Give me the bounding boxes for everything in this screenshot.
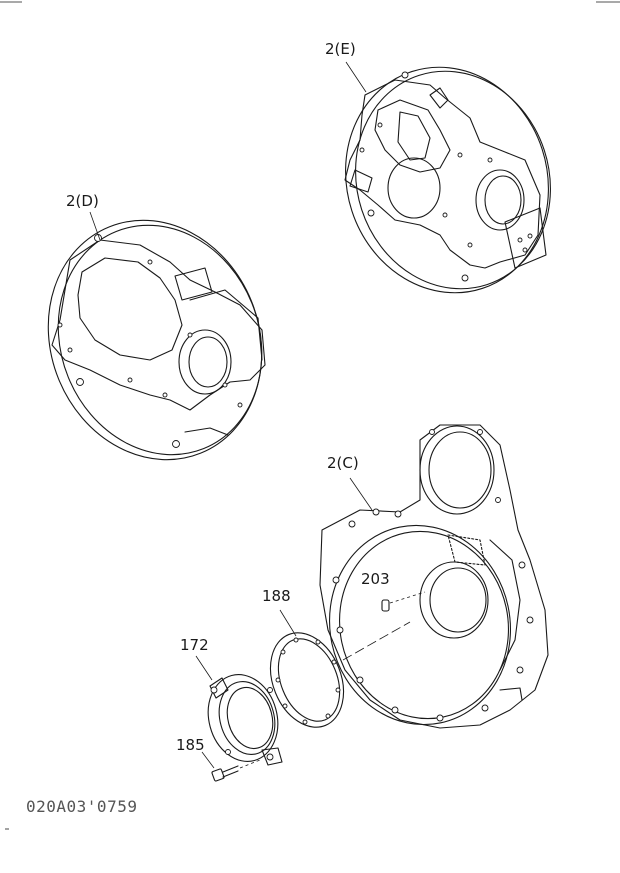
label-2c: 2(C): [327, 454, 359, 472]
label-2d: 2(D): [66, 192, 99, 210]
pin-203: [381, 591, 426, 612]
label-2e: 2(E): [325, 40, 356, 58]
label-203: 203: [361, 570, 390, 588]
label-172: 172: [180, 636, 209, 654]
seal-retainer-172: [195, 655, 283, 766]
flywheel-housing-2d: [47, 211, 266, 461]
bolt-185: [201, 751, 261, 782]
flywheel-housing-2e: [344, 61, 551, 294]
drawing-code: 020A03'0759: [26, 797, 137, 816]
label-185: 185: [176, 736, 205, 754]
flywheel-housing-2c: [319, 424, 549, 729]
gasket-188: [269, 609, 411, 728]
label-188: 188: [262, 587, 291, 605]
